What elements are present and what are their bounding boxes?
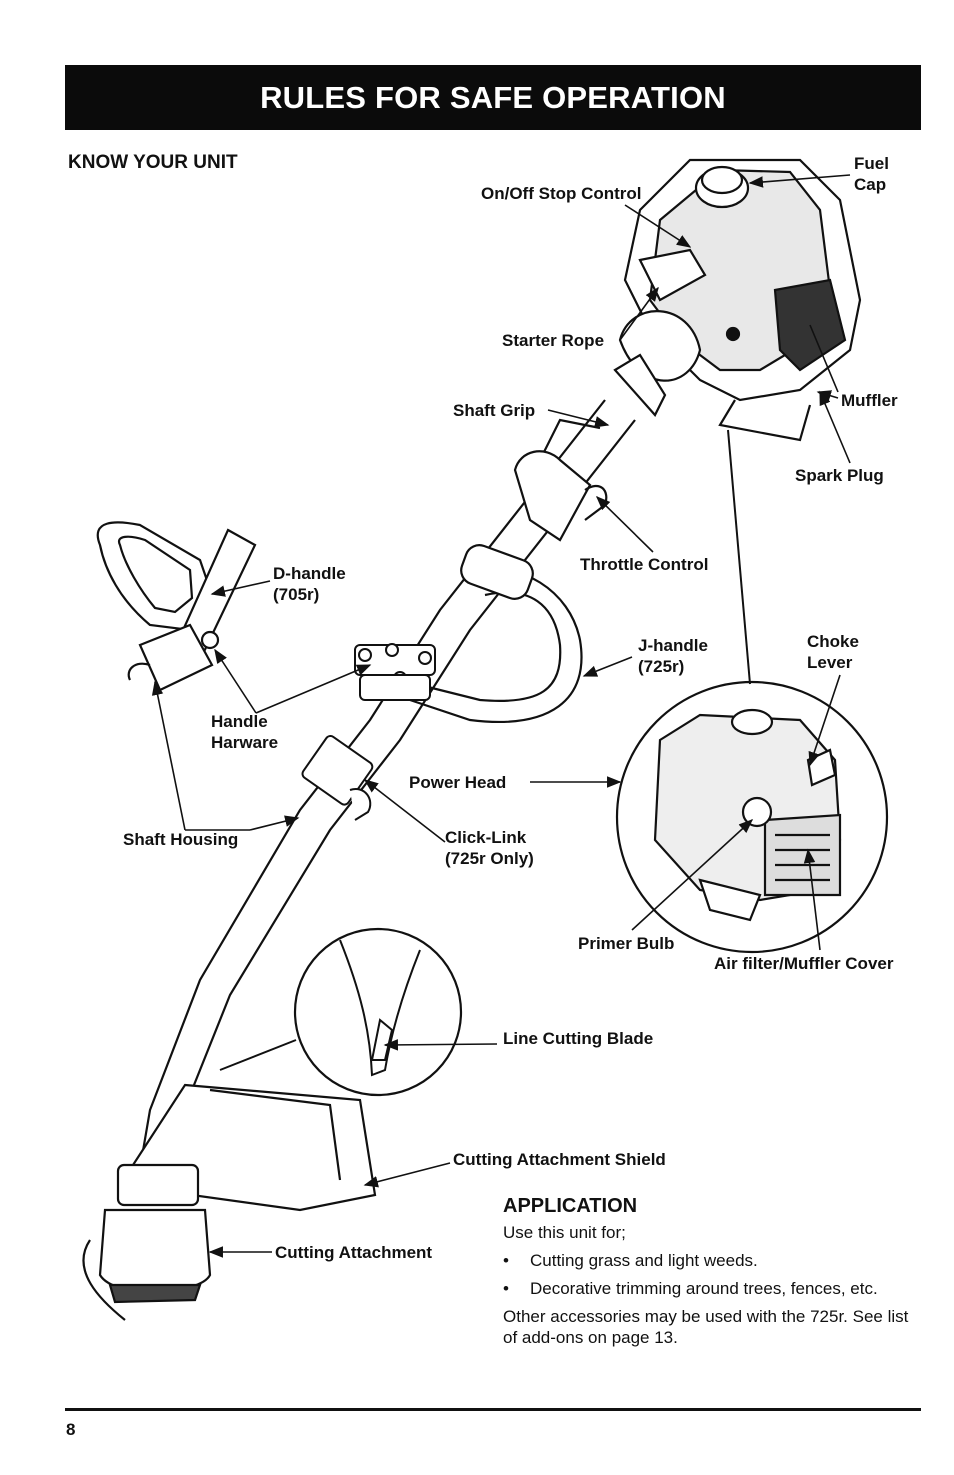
banner-title: RULES FOR SAFE OPERATION: [260, 79, 726, 115]
label-line-cutting-blade: Line Cutting Blade: [503, 1029, 654, 1048]
label-spark-plug: Spark Plug: [795, 466, 884, 485]
cutting-head-drawing: [82, 1083, 377, 1321]
application-note: Other accessories may be used with the 7…: [503, 1307, 909, 1347]
application-intro: Use this unit for;: [503, 1223, 626, 1242]
shaft-grip-drawing: [513, 353, 667, 542]
engine-drawing: [618, 158, 862, 442]
d-handle-drawing: [96, 521, 257, 692]
label-fuel-cap: Fuel Cap: [854, 154, 889, 194]
page-number: 8: [66, 1420, 76, 1439]
label-shaft-housing: Shaft Housing: [123, 830, 239, 849]
label-muffler: Muffler: [841, 391, 898, 410]
label-on-off-stop-control: On/Off Stop Control: [481, 184, 642, 203]
application-title: APPLICATION: [503, 1195, 638, 1217]
label-cutting-attachment: Cutting Attachment: [275, 1243, 433, 1262]
leader-lines: [151, 174, 851, 1258]
handle-hardware-drawing: [354, 643, 436, 701]
label-air-filter-muffler-cover: Air filter/Muffler Cover: [714, 954, 894, 973]
label-click-link: Click-Link (725r Only): [445, 828, 534, 868]
section-title: KNOW YOUR UNIT: [68, 152, 238, 173]
application-list: Cutting grass and light weeds. Decorativ…: [503, 1250, 923, 1306]
click-link-drawing: [301, 734, 374, 821]
j-handle-drawing: [409, 544, 583, 723]
label-shaft-grip: Shaft Grip: [453, 401, 536, 420]
label-power-head: Power Head: [409, 773, 507, 792]
list-item: Cutting grass and light weeds.: [503, 1250, 923, 1271]
label-handle-hardware: Handle Harware: [211, 712, 279, 752]
label-d-handle: D-handle (705r): [273, 564, 346, 604]
label-starter-rope: Starter Rope: [502, 331, 605, 350]
inset-power-head: [615, 429, 889, 954]
label-primer-bulb: Primer Bulb: [578, 934, 675, 953]
list-item: Decorative trimming around trees, fences…: [503, 1278, 923, 1299]
label-throttle-control: Throttle Control: [580, 555, 709, 574]
label-choke-lever: Choke Lever: [807, 632, 859, 672]
label-j-handle: J-handle (725r): [638, 636, 708, 676]
label-cutting-attachment-shield: Cutting Attachment Shield: [453, 1150, 666, 1169]
footer-rule: [65, 1408, 921, 1411]
page-banner: RULES FOR SAFE OPERATION: [65, 65, 921, 130]
